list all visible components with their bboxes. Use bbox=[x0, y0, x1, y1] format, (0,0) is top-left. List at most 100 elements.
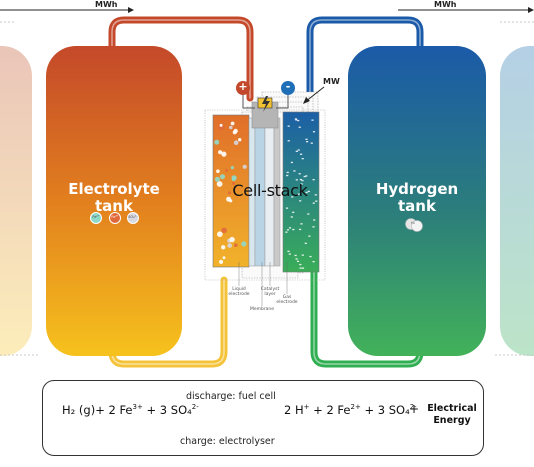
gas-particle bbox=[310, 142, 313, 144]
hydrogen-tank-title: Hydrogen tank bbox=[348, 181, 486, 215]
ion-icons bbox=[90, 212, 139, 224]
electrolyte-particle bbox=[219, 259, 224, 264]
gas-particle bbox=[305, 191, 308, 194]
gas-particle bbox=[314, 194, 317, 196]
gas-particle bbox=[305, 138, 308, 140]
equation-rhs: 2 H+ + 2 Fe2+ + 3 SO₄2- bbox=[284, 403, 417, 417]
gas-particle bbox=[299, 267, 302, 269]
gas-particle bbox=[286, 171, 289, 174]
gas-particle bbox=[301, 158, 304, 160]
gas-particle bbox=[292, 211, 295, 213]
rhs-so4: + 3 SO₄ bbox=[364, 403, 410, 417]
gas-particle bbox=[308, 235, 311, 237]
cell-stack bbox=[204, 91, 326, 281]
gas-particle bbox=[311, 119, 314, 121]
gas-particle bbox=[307, 190, 310, 193]
gas-particle bbox=[287, 250, 290, 252]
gas-particle bbox=[296, 260, 300, 262]
gas-particle bbox=[305, 175, 308, 177]
faint-dashed-loops bbox=[0, 21, 534, 356]
gas-particle bbox=[290, 161, 293, 164]
gas-particle bbox=[297, 193, 300, 195]
gas-particle bbox=[298, 173, 301, 175]
electrolyte-particle bbox=[217, 231, 223, 237]
gas-particle bbox=[286, 174, 289, 177]
gas-particle bbox=[299, 263, 302, 266]
lhs-so4: + 3 SO₄ bbox=[146, 403, 192, 417]
reaction-equation-box bbox=[42, 380, 484, 456]
h2-molecule-label: H₂ bbox=[410, 221, 416, 225]
fe2-ion-label: Fe²⁺ bbox=[92, 215, 100, 219]
gas-particle bbox=[295, 258, 298, 260]
electrolyte-particle bbox=[229, 125, 233, 130]
gas-particle bbox=[312, 226, 315, 228]
gas-particle bbox=[304, 242, 307, 244]
faint-left-tank bbox=[0, 46, 32, 356]
gas-particle bbox=[309, 255, 312, 258]
gas-particle bbox=[297, 149, 300, 151]
electrolyte-particle bbox=[230, 166, 234, 170]
gas-particle bbox=[312, 179, 315, 181]
electrolyte-particle bbox=[222, 256, 226, 260]
lhs-h2: H₂ (g) bbox=[62, 403, 96, 417]
rhs-fe: + 2 Fe bbox=[313, 403, 351, 417]
gas-particle bbox=[297, 119, 300, 122]
electrolyte-particle bbox=[219, 123, 223, 127]
gas-particle bbox=[312, 261, 315, 263]
lhs-so4-charge: 2- bbox=[191, 403, 199, 412]
electrolyte-particle bbox=[241, 241, 247, 247]
faint-right-tank bbox=[500, 46, 534, 356]
equation-plus: + bbox=[409, 402, 420, 416]
electrolyte-particle bbox=[216, 181, 223, 187]
gas-particle bbox=[299, 178, 302, 181]
rhs-fe-charge: 2+ bbox=[350, 403, 361, 412]
gas-particle bbox=[295, 119, 298, 121]
so4-ion-icon bbox=[127, 212, 139, 224]
energy-line2: Energy bbox=[433, 415, 471, 426]
electrolyte-particle bbox=[230, 121, 235, 126]
lhs-fe: + 2 Fe bbox=[95, 403, 133, 417]
gas-particle bbox=[294, 254, 297, 257]
gas-particle bbox=[285, 231, 288, 233]
rhs-h-charge: + bbox=[303, 403, 310, 412]
hydrogen-pipes bbox=[306, 16, 424, 368]
gas-particle bbox=[301, 267, 305, 269]
electrolyte-particle bbox=[229, 236, 235, 243]
positive-terminal bbox=[236, 81, 250, 95]
electrolyte-particle bbox=[234, 243, 238, 247]
electrolyte-particle bbox=[226, 196, 232, 202]
catalyst-layer-label: Catalyst layer bbox=[260, 287, 280, 297]
electrolyte-particle bbox=[227, 191, 231, 195]
gas-particle bbox=[307, 213, 310, 215]
charge-label: charge: electrolyser bbox=[180, 436, 275, 447]
fe3-ion-icon bbox=[109, 212, 121, 224]
mw-label: MW bbox=[323, 77, 340, 86]
gas-particle bbox=[288, 227, 292, 229]
gas-particle bbox=[301, 254, 304, 256]
electrolyte-tank bbox=[46, 46, 182, 356]
gas-particle bbox=[288, 253, 291, 255]
gas-electrode-particles bbox=[285, 118, 318, 269]
cell-stack-title: Cell-stack bbox=[232, 181, 308, 200]
gas-particle bbox=[298, 126, 301, 128]
positive-terminal-label: + bbox=[238, 80, 248, 93]
gas-particle bbox=[312, 202, 315, 204]
lightning-icon bbox=[262, 96, 270, 112]
electrolyte-tank-title: Electrolyte tank bbox=[46, 181, 182, 215]
gas-particle bbox=[291, 196, 294, 198]
fe2-ion-icon bbox=[90, 212, 102, 224]
gas-particle bbox=[299, 228, 302, 231]
gas-particle bbox=[285, 207, 289, 209]
gas-particle bbox=[292, 228, 295, 231]
negative-terminal-label: - bbox=[285, 80, 291, 93]
electrolyte-particle bbox=[220, 174, 225, 180]
gas-particle bbox=[294, 118, 297, 120]
gas-particle bbox=[295, 150, 298, 152]
membrane-label: Membrane bbox=[249, 307, 275, 312]
gas-particle bbox=[287, 140, 290, 142]
gas-particle bbox=[303, 175, 306, 178]
gas-particle bbox=[295, 179, 298, 181]
electrolyte-title-line2: tank bbox=[95, 197, 133, 215]
equation-lhs: H₂ (g)+ 2 Fe3+ + 3 SO₄2- bbox=[62, 403, 199, 417]
